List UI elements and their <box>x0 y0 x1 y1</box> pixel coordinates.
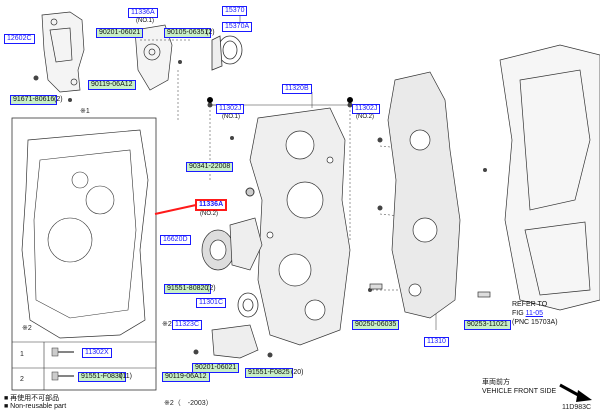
part-91551-F0825-qty: (20) <box>291 369 304 376</box>
footer-notes: ■ 再使用不可部品 ■ Non-reusable part <box>4 395 66 411</box>
pins <box>369 283 491 298</box>
part-11336A-top[interactable]: 11336A <box>128 8 158 18</box>
refer-line1: REFER TO <box>512 301 548 308</box>
part-11320B[interactable]: 11320B <box>282 84 312 94</box>
star2-mark: ※2 <box>22 325 32 332</box>
refer-line2: FIG 11-05 <box>512 309 558 318</box>
vehicle-front-jp: 車両前方 <box>482 379 510 386</box>
legend-part-11302X[interactable]: 11302X <box>82 348 112 358</box>
part-90105[interactable]: 90105-06351 <box>164 28 212 38</box>
part-11301C[interactable]: 11301C <box>196 298 227 308</box>
part-11336A-top-sub: (NO.1) <box>136 18 154 24</box>
part-90105-qty: (2) <box>206 29 215 36</box>
part-90201-bot[interactable]: 90201-06021 <box>192 363 240 373</box>
part-90201-top[interactable]: 90201-06021 <box>96 28 144 38</box>
vehicle-front-arrow-icon <box>559 383 592 402</box>
part-11302J-left[interactable]: 11302J <box>216 104 245 114</box>
part-16620D[interactable]: 16620D <box>160 235 191 245</box>
part-11323C[interactable]: 11323C <box>172 320 203 330</box>
part-11336A-mid-sub: (NO.2) <box>200 211 218 217</box>
part-90119-bot[interactable]: 90119-06A12 <box>162 372 210 382</box>
part-91551-F0825[interactable]: 91551-F0825 <box>245 368 293 378</box>
non-reusable-jp: ■ 再使用不可部品 <box>4 395 60 402</box>
seal-11301C <box>237 292 259 318</box>
part-11302J-right[interactable]: 11302J <box>352 104 381 114</box>
diagram-code: 11D983C <box>562 404 592 411</box>
pump-16620D <box>201 217 263 271</box>
non-reusable-en: ■ Non-reusable part <box>4 403 67 410</box>
housing-11310 <box>387 71 461 319</box>
non-reusable-marks <box>207 97 353 103</box>
bracket-no1 <box>134 24 173 91</box>
timing-cover-upper-left <box>41 11 85 93</box>
part-11302J-left-sub: (NO.1) <box>222 114 240 120</box>
vehicle-front-label: 車両前方 VEHICLE FRONT SIDE <box>482 378 556 396</box>
seal-15370A <box>211 35 243 71</box>
vehicle-front-en: VEHICLE FRONT SIDE <box>482 388 557 395</box>
callout-2: 2 <box>20 376 24 383</box>
engine-block <box>499 44 600 311</box>
part-91671-qty: (2) <box>54 96 63 103</box>
part-11302J-right-sub: (NO.2) <box>356 114 374 120</box>
part-11336A-mid[interactable]: 11336A <box>195 199 228 211</box>
part-15370[interactable]: 15370 <box>222 6 248 16</box>
date-range-note: ※2（ -2003） <box>164 400 213 407</box>
part-90119-top[interactable]: 90119-06A12 <box>88 80 136 90</box>
part-12602C[interactable]: 12602C <box>4 34 35 44</box>
part-91671[interactable]: 91671-80616 <box>10 95 58 105</box>
part-91551-80820-qty: (2) <box>207 285 216 292</box>
legend-part-91551[interactable]: 91551-F0830 <box>78 372 126 382</box>
star2-mark-c: ※2 <box>162 321 172 328</box>
part-90253[interactable]: 90253-11021 <box>464 320 511 330</box>
part-91551-80820[interactable]: 91551-80820 <box>164 284 212 294</box>
refer-fig-link[interactable]: 11-05 <box>525 310 544 317</box>
refer-line3: (PNC 15703A) <box>512 319 558 326</box>
part-11310[interactable]: 11310 <box>424 337 449 347</box>
refer-fig-prefix: FIG <box>512 310 526 317</box>
part-90250[interactable]: 90250-06035 <box>352 320 400 330</box>
star1-mark: ※1 <box>80 108 90 115</box>
legend-part-91551-qty: (11) <box>120 373 132 380</box>
part-90341[interactable]: 90341-22008 <box>186 162 234 172</box>
bolts <box>33 28 487 358</box>
timing-cover-11320B <box>249 107 351 346</box>
callout-1: 1 <box>20 351 24 358</box>
gasket-inset <box>11 117 157 391</box>
refer-note: REFER TO FIG 11-05 (PNC 15703A) <box>512 300 558 327</box>
part-11323C <box>211 324 259 359</box>
part-15370A[interactable]: 15370A <box>222 22 253 32</box>
